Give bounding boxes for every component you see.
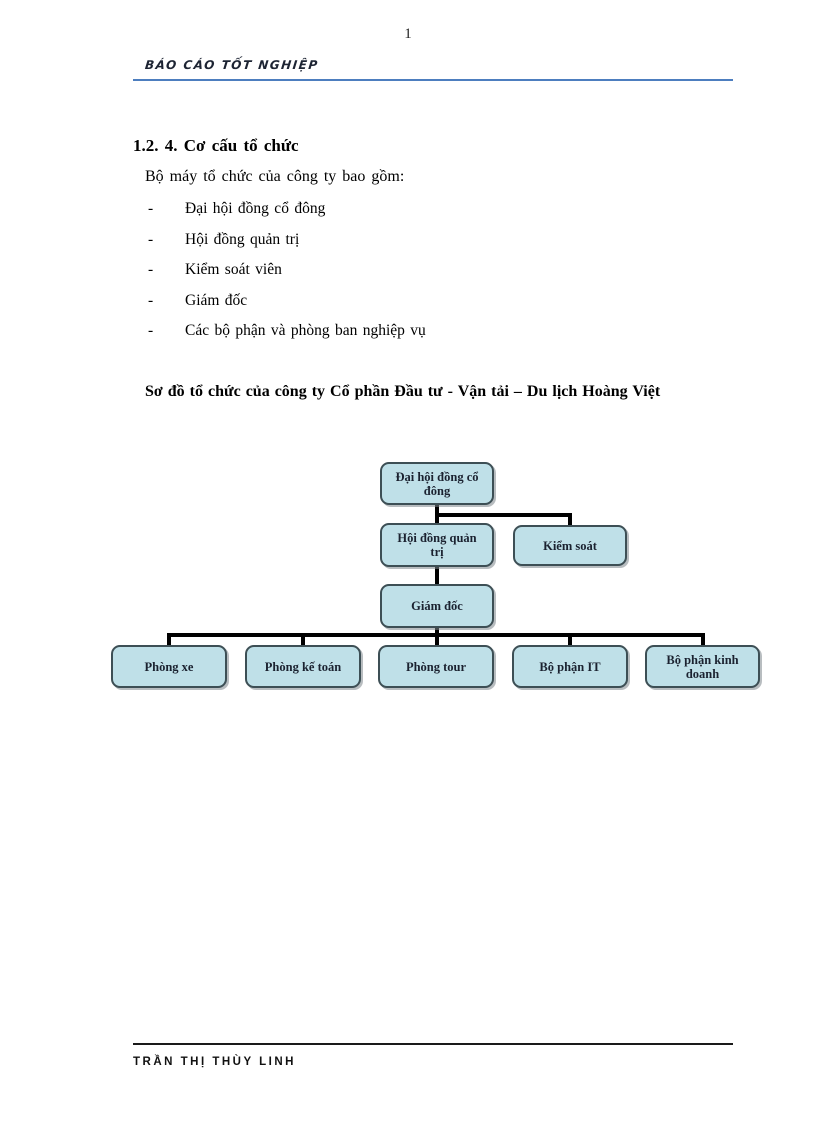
list-item: - Giám đốc	[148, 292, 708, 323]
list-item: - Hội đồng quản trị	[148, 231, 708, 262]
org-node-bo-phan-kinh-doanh: Bộ phận kinh doanh	[645, 645, 760, 688]
header-rule	[133, 79, 733, 81]
list-marker: -	[148, 261, 154, 278]
list-marker: -	[148, 230, 154, 248]
intro-text: Bộ máy tổ chức của công ty bao gồm:	[145, 168, 405, 185]
footer-author: TRẦN THỊ THÙY LINH	[133, 1056, 296, 1068]
page-number: 1	[404, 26, 412, 42]
list-marker: -	[148, 200, 154, 217]
connector-drop-kd	[701, 633, 705, 646]
list-item: - Kiểm soát viên	[148, 261, 708, 292]
connector-drop-pkt	[301, 633, 305, 646]
org-node-kiem-soat: Kiểm soát	[513, 525, 627, 566]
connector-branch-ks	[435, 513, 572, 517]
connector-drop-it	[568, 633, 572, 646]
connector-hdqt-gd	[435, 566, 439, 585]
org-node-phong-tour: Phòng tour	[378, 645, 494, 688]
bullet-list: - Đại hội đồng cổ đông - Hội đồng quản t…	[148, 200, 708, 353]
list-item-text: Kiểm soát viên	[185, 261, 282, 278]
org-node-hoi-dong-quan-tri: Hội đồng quản trị	[380, 523, 494, 567]
org-node-phong-ke-toan: Phòng kế toán	[245, 645, 361, 688]
list-item-text: Đại hội đồng cổ đông	[185, 200, 326, 217]
org-chart: Đại hội đồng cổ đông Hội đồng quản trị K…	[111, 462, 760, 688]
list-item: - Các bộ phận và phòng ban nghiệp vụ	[148, 322, 708, 353]
connector-drop-px	[167, 633, 171, 646]
list-item-text: Hội đồng quản trị	[185, 230, 300, 248]
connector-drop-ks	[568, 513, 572, 526]
diagram-title: Sơ đồ tổ chức của công ty Cổ phần Đầu tư…	[145, 383, 661, 400]
list-marker: -	[148, 291, 154, 309]
connector-gd-bus	[435, 627, 439, 637]
org-node-dai-hoi-dong-co-dong: Đại hội đồng cổ đông	[380, 462, 494, 505]
footer-rule	[133, 1043, 733, 1045]
list-item-text: Các bộ phận và phòng ban nghiệp vụ	[185, 322, 426, 339]
org-node-phong-xe: Phòng xe	[111, 645, 227, 688]
list-marker: -	[148, 322, 154, 339]
list-item: - Đại hội đồng cổ đông	[148, 200, 708, 231]
connector-drop-pt	[435, 633, 439, 646]
org-node-giam-doc: Giám đốc	[380, 584, 494, 628]
list-item-text: Giám đốc	[185, 291, 248, 309]
org-node-bo-phan-it: Bộ phận IT	[512, 645, 628, 688]
section-heading: 1.2. 4. Cơ cấu tổ chức	[133, 136, 299, 155]
